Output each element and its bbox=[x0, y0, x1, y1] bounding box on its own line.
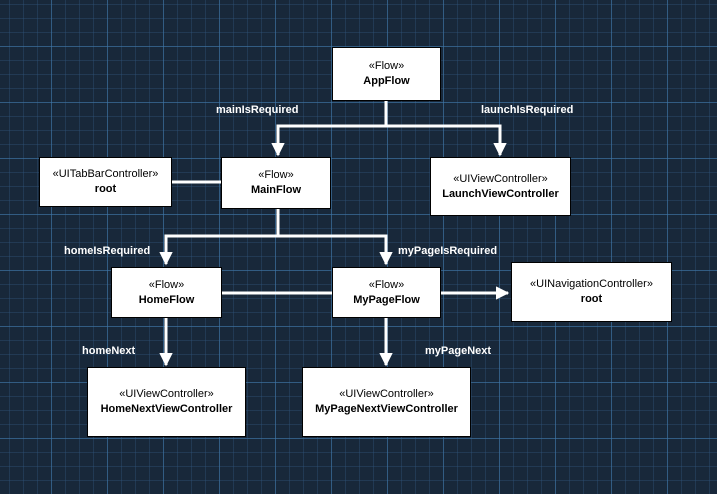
node-main-flow[interactable]: «Flow» MainFlow bbox=[221, 157, 331, 209]
node-launch-view-controller[interactable]: «UIViewController» LaunchViewController bbox=[430, 157, 571, 216]
node-stereotype: «UINavigationController» bbox=[530, 278, 653, 290]
node-name: HomeNextViewController bbox=[100, 403, 233, 415]
node-name: AppFlow bbox=[363, 75, 410, 87]
connector-appflow-to-launch bbox=[386, 124, 507, 157]
node-name: MyPageFlow bbox=[353, 293, 420, 306]
node-name: root bbox=[580, 293, 603, 305]
node-stereotype: «UITabBarController» bbox=[52, 168, 159, 180]
node-stereotype: «Flow» bbox=[368, 278, 405, 291]
node-mypage-flow[interactable]: «Flow» MyPageFlow bbox=[332, 267, 441, 318]
node-name: MainFlow bbox=[250, 184, 302, 196]
node-stereotype: «Flow» bbox=[368, 60, 405, 72]
node-stereotype: «UIViewController» bbox=[339, 388, 434, 400]
node-name: LaunchViewController bbox=[442, 187, 559, 200]
node-name: root bbox=[94, 183, 117, 195]
node-navigation-root[interactable]: «UINavigationController» root bbox=[511, 262, 672, 322]
node-name: HomeFlow bbox=[138, 293, 195, 306]
node-tabbar-root[interactable]: «UITabBarController» root bbox=[39, 157, 172, 207]
edge-label-mypage-is-required: myPageIsRequired bbox=[398, 245, 498, 257]
connector-mainflow-to-mypageflow bbox=[278, 234, 393, 266]
edge-label-home-is-required: homeIsRequired bbox=[64, 245, 151, 257]
node-stereotype: «UIViewController» bbox=[453, 172, 548, 185]
node-stereotype: «Flow» bbox=[258, 169, 294, 181]
node-app-flow[interactable]: «Flow» AppFlow bbox=[332, 47, 441, 101]
node-home-next-view-controller[interactable]: «UIViewController» HomeNextViewControlle… bbox=[87, 367, 246, 437]
connector-appflow-to-mainflow bbox=[271, 124, 386, 157]
node-stereotype: «Flow» bbox=[148, 278, 185, 291]
edge-label-mypage-next: myPageNext bbox=[425, 345, 492, 357]
edge-label-launch-is-required: launchIsRequired bbox=[481, 104, 574, 116]
connector-mainflow-to-homeflow bbox=[159, 234, 278, 266]
node-mypage-next-view-controller[interactable]: «UIViewController» MyPageNextViewControl… bbox=[302, 367, 471, 437]
edge-label-home-next: homeNext bbox=[82, 345, 136, 357]
edge-label-main-is-required: mainIsRequired bbox=[216, 104, 299, 116]
node-home-flow[interactable]: «Flow» HomeFlow bbox=[111, 267, 222, 318]
node-stereotype: «UIViewController» bbox=[119, 388, 214, 400]
node-name: MyPageNextViewController bbox=[315, 403, 458, 415]
